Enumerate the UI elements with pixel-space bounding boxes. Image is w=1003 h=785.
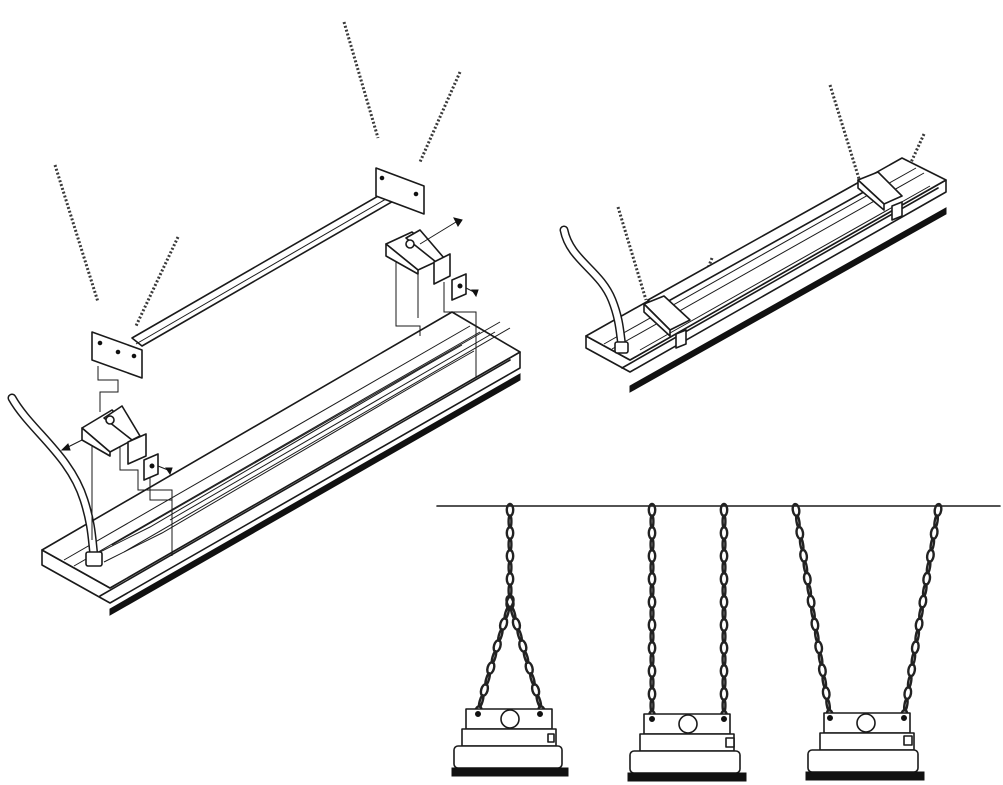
- chain-link: [649, 698, 655, 713]
- chain-link: [795, 514, 801, 529]
- chain-link: [649, 537, 655, 552]
- chain-link: [647, 640, 657, 656]
- chain-link: [933, 514, 939, 529]
- suspension-rods: [53, 21, 462, 327]
- chain-link: [719, 663, 729, 679]
- chain-link: [798, 537, 805, 552]
- chain-link: [498, 616, 509, 632]
- fixture-end-view-parallel-chain: [627, 713, 747, 782]
- chain-link: [649, 583, 655, 598]
- chain-link: [799, 548, 809, 563]
- chain-link: [806, 594, 816, 609]
- chain-link: [929, 525, 939, 541]
- chain-link: [802, 571, 812, 586]
- chain-link: [647, 663, 657, 679]
- chain-link: [795, 525, 805, 541]
- chain-link: [721, 652, 727, 667]
- fixture-housing: [41, 311, 521, 616]
- chain-link: [649, 560, 655, 575]
- chain-link: [925, 548, 935, 563]
- chain-link: [649, 629, 655, 644]
- chain-link: [719, 617, 729, 633]
- chain-link: [910, 640, 920, 655]
- chain-link: [647, 617, 657, 633]
- chain-link: [647, 548, 657, 564]
- chain-link: [907, 663, 917, 678]
- chain-link: [647, 686, 657, 702]
- chain-link: [918, 594, 928, 609]
- chain-link: [719, 594, 729, 610]
- chain-link: [507, 583, 513, 598]
- chain-link: [821, 685, 831, 701]
- chain-link: [721, 560, 727, 575]
- chain-link: [518, 638, 528, 654]
- right-bracket: [385, 217, 479, 301]
- chain-link: [922, 571, 932, 586]
- chain-link: [719, 525, 729, 541]
- chain-link: [721, 514, 727, 529]
- chain-link: [925, 560, 932, 575]
- fixture-end-view-v-chain: [451, 708, 569, 777]
- chain-link: [492, 638, 502, 654]
- chain-link: [721, 583, 727, 598]
- chain-hanging-panel: [436, 502, 1001, 782]
- chains: [473, 502, 943, 725]
- chain-link: [721, 675, 727, 690]
- left-bracket: [60, 405, 173, 481]
- chain-link: [921, 582, 928, 598]
- chain-link: [721, 629, 727, 644]
- chain-link: [719, 686, 729, 702]
- chain-link: [817, 663, 827, 678]
- chain-link: [507, 560, 513, 575]
- chain-link: [719, 548, 729, 564]
- chain-link: [810, 617, 820, 632]
- fixture-end-view-splayed-chain: [805, 712, 925, 781]
- exploded-assembly-panel: [7, 21, 521, 616]
- chain-link: [647, 525, 657, 541]
- power-cord-assembled: [559, 225, 629, 354]
- chain-link: [649, 606, 655, 621]
- chain-link: [511, 616, 522, 632]
- chain-link: [719, 640, 729, 656]
- rod-suspended-panel: [559, 84, 947, 393]
- chain-link: [721, 698, 727, 713]
- chain-link: [530, 682, 541, 698]
- chain-link: [507, 514, 513, 529]
- chain-link: [649, 675, 655, 690]
- chain-link: [649, 652, 655, 667]
- chain-link: [505, 571, 515, 587]
- chain-link: [649, 514, 655, 529]
- chain-link: [719, 571, 729, 587]
- chain-link: [647, 594, 657, 610]
- chain-link: [486, 660, 496, 676]
- chain-link: [505, 525, 515, 541]
- cross-bar: [91, 167, 425, 379]
- chain-link: [524, 660, 534, 676]
- chain-link: [479, 682, 490, 698]
- assembled-housing: [585, 157, 947, 393]
- chain-link: [802, 560, 809, 575]
- chain-link: [903, 685, 913, 701]
- chain-link: [505, 548, 515, 564]
- chain-link: [929, 537, 936, 552]
- chain-link: [791, 502, 801, 518]
- chain-link: [507, 537, 513, 552]
- chain-link: [806, 582, 813, 598]
- chain-link: [721, 606, 727, 621]
- chain-link: [647, 571, 657, 587]
- chain-link: [814, 640, 824, 655]
- chain-link: [914, 617, 924, 632]
- chain-link: [933, 502, 943, 518]
- chain-link: [721, 537, 727, 552]
